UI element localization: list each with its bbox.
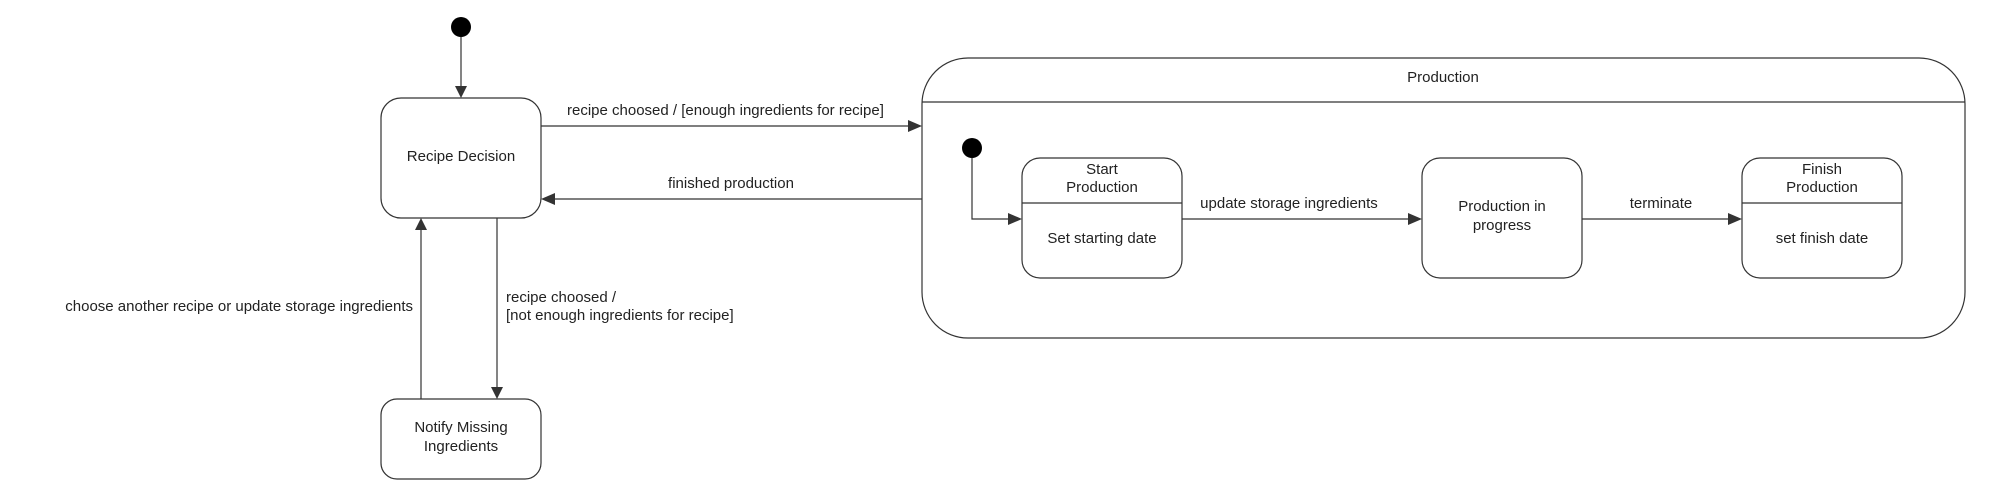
initial-transition-arrowhead <box>455 86 467 98</box>
state-finish-production <box>1741 157 1903 279</box>
state-in-progress-label-line2: progress <box>1473 217 1531 234</box>
state-in-progress-label-line1: Production in <box>1458 198 1546 215</box>
state-start-production-label-line2: Production <box>1066 179 1138 196</box>
transition-terminate-arrowhead <box>1728 213 1742 225</box>
initial-state-dot <box>451 17 471 37</box>
transition-not-enough-label-line1: recipe choosed / <box>506 289 617 306</box>
transition-enough-label: recipe choosed / [enough ingredients for… <box>567 102 884 119</box>
inner-initial-transition-arrowhead <box>1008 213 1022 225</box>
transition-finished-label: finished production <box>668 175 794 192</box>
state-start-production <box>1021 157 1183 279</box>
transition-enough-arrowhead <box>908 120 922 132</box>
transition-terminate-label: terminate <box>1630 195 1693 212</box>
state-start-production-label-line1: Start <box>1086 161 1119 178</box>
transition-update-storage-label: update storage ingredients <box>1200 195 1378 212</box>
state-notify-missing <box>380 398 542 480</box>
state-finish-production-action: set finish date <box>1776 230 1869 247</box>
state-production-in-progress <box>1421 157 1583 279</box>
transition-update-storage-arrowhead <box>1408 213 1422 225</box>
state-recipe-decision-label: Recipe Decision <box>407 148 515 165</box>
state-notify-missing-label-line2: Ingredients <box>424 438 498 455</box>
transition-not-enough-arrowhead <box>491 387 503 399</box>
state-production-label: Production <box>1407 69 1479 86</box>
inner-initial-transition-line <box>971 158 1010 220</box>
transition-choose-another-arrowhead <box>415 218 427 230</box>
state-recipe-decision <box>380 97 542 219</box>
transition-choose-another-label: choose another recipe or update storage … <box>65 298 413 315</box>
state-finish-production-label-line1: Finish <box>1802 161 1842 178</box>
state-start-production-action: Set starting date <box>1047 230 1156 247</box>
state-notify-missing-label-line1: Notify Missing <box>414 419 507 436</box>
transition-finished-arrowhead <box>541 193 555 205</box>
state-finish-production-label-line2: Production <box>1786 179 1858 196</box>
transition-not-enough-label-line2: [not enough ingredients for recipe] <box>506 307 734 324</box>
inner-initial-state-dot <box>962 138 982 158</box>
